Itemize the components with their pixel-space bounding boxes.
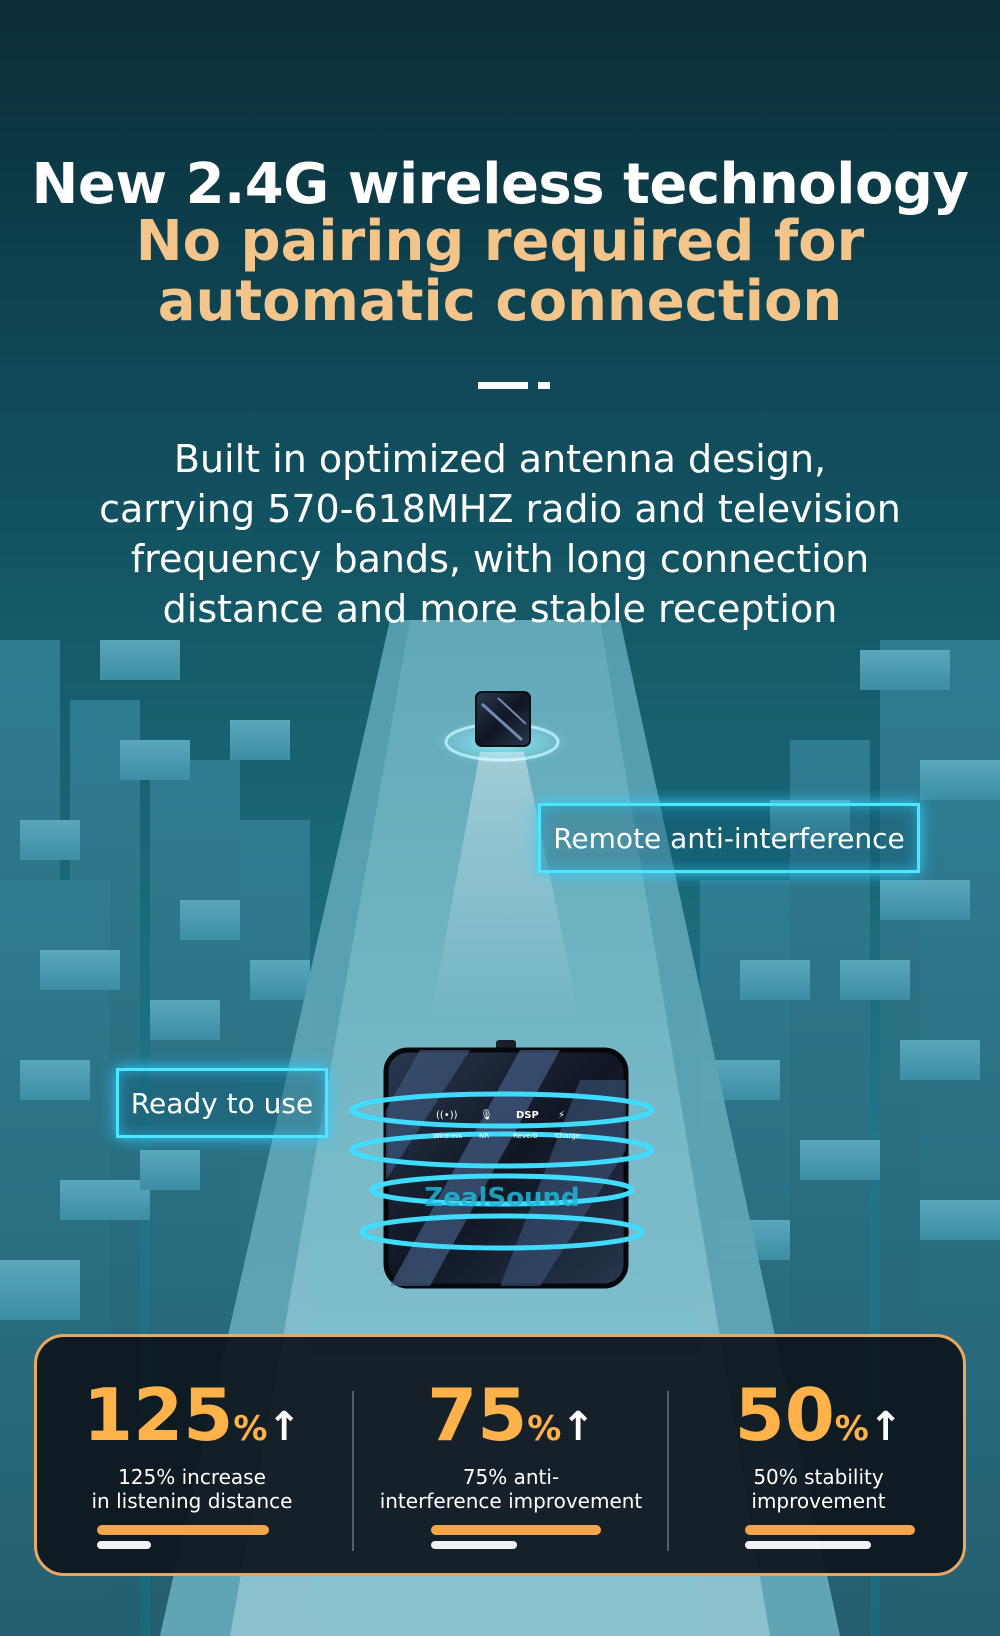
icon-label-nr: NR <box>479 1132 489 1140</box>
arrow-up-icon: ↑ <box>267 1404 301 1450</box>
stat-bar <box>745 1525 915 1535</box>
icon-label-wireless: Wireless <box>433 1132 463 1140</box>
dsp-label: DSP <box>516 1110 539 1121</box>
receiver-device <box>475 691 531 747</box>
wireless-icon: ((•)) <box>436 1110 458 1121</box>
arrow-up-icon: ↑ <box>561 1404 595 1450</box>
stat-value: 75%↑ <box>427 1373 595 1457</box>
stat-divider <box>352 1391 354 1551</box>
icon-label-charge: Charge <box>555 1132 580 1140</box>
headline-line-2: No pairing required for <box>135 209 865 274</box>
stat-anti-interference: 75%↑ 75% anti-interference improvement <box>355 1337 667 1579</box>
description-line-1: Built in optimized antenna design, <box>173 437 827 481</box>
stat-bar-secondary <box>431 1541 517 1549</box>
stat-value: 50%↑ <box>734 1373 903 1457</box>
stat-bar-secondary <box>745 1541 871 1549</box>
charge-icon: ⚡ <box>558 1110 565 1121</box>
title-divider-dot <box>538 382 550 389</box>
description-line-3: frequency bands, with long connection <box>130 537 870 581</box>
headline-line-3: automatic connection <box>157 269 843 334</box>
arrow-up-icon: ↑ <box>868 1404 903 1450</box>
stat-bar <box>97 1525 269 1535</box>
stat-value: 125%↑ <box>83 1373 301 1457</box>
transmitter-device: Wireless NR Reverb Charge ((•)) 🎙 DSP ⚡ … <box>349 1040 655 1289</box>
mic-icon: 🎙 <box>480 1109 493 1121</box>
title-divider <box>478 382 528 389</box>
headline-line-1: New 2.4G wireless technology <box>31 152 969 217</box>
callout-ready-to-use: Ready to use <box>116 1068 328 1138</box>
description-line-4: distance and more stable reception <box>162 587 838 631</box>
brand-logo: ZealSound <box>424 1183 579 1213</box>
icon-label-reverb: Reverb <box>513 1132 538 1140</box>
stat-bar-secondary <box>97 1541 151 1549</box>
callout-remote-anti-interference: Remote anti-interference <box>538 803 920 873</box>
stat-description: 75% anti-interference improvement <box>379 1465 643 1513</box>
stat-bar <box>431 1525 601 1535</box>
stat-divider <box>667 1391 669 1551</box>
description-line-2: carrying 570-618MHZ radio and television <box>99 487 901 531</box>
